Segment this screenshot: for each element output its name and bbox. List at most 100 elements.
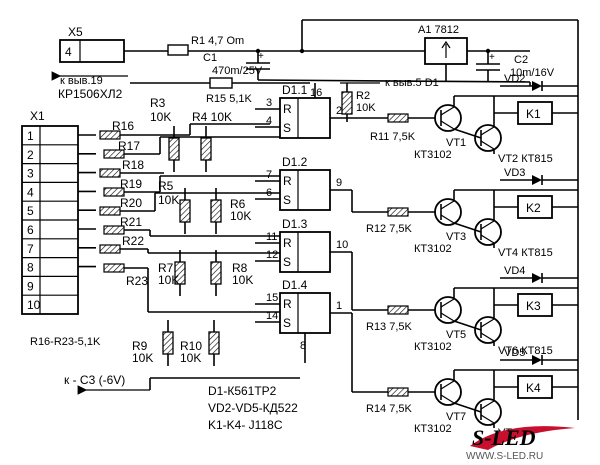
c1-label: C1 [203, 52, 217, 64]
r11-label: R11 7,5K [370, 131, 416, 143]
input-resistor-r18: R18 [99, 158, 164, 178]
r10-label: R10 [180, 339, 202, 353]
gate-pin-r: 11 [266, 231, 277, 243]
relay-label: K2 [526, 201, 541, 215]
watermark-logo-text: S-LED [472, 425, 536, 450]
base-resistor [387, 113, 409, 123]
input-resistor-label: R19 [120, 177, 142, 191]
c2-label: C2 [514, 54, 528, 66]
input-resistor-label: R21 [120, 215, 142, 229]
r14-label: R14 7,5K [366, 403, 413, 415]
gate-s: S [283, 121, 291, 135]
gate-r: R [283, 174, 292, 188]
gate-pin-vcc: 16 [310, 87, 322, 99]
gate-r: R [283, 102, 292, 116]
regulator-label: A1 7812 [418, 24, 459, 36]
transistor-small [434, 198, 462, 226]
relay-label: K3 [526, 299, 541, 313]
diode-symbol [532, 273, 542, 283]
x5-label: X5 [68, 25, 83, 39]
x1-pin-7: 7 [27, 242, 34, 256]
r2-resistor [341, 91, 353, 115]
transistor-small [434, 378, 462, 406]
transistor-small-type: КТ3102 [414, 341, 452, 353]
input-resistor-r20: R20 [99, 192, 280, 216]
x1-pin-6: 6 [27, 223, 34, 237]
gate-pin-s: 12 [266, 249, 278, 261]
legend-line-2: VD2-VD5-КД522 [208, 401, 298, 415]
r6-value: 10K [230, 209, 251, 223]
input-resistor-r19: R19 [103, 175, 280, 197]
r1-resistor [167, 44, 189, 56]
r2-label: R2 [356, 90, 370, 102]
x1-pin-3: 3 [27, 167, 34, 181]
input-resistor-r23: R23 [103, 263, 280, 313]
input-resistor-r17: R17 [103, 136, 280, 159]
gate-pin-r: 15 [266, 292, 278, 304]
r10-value: 10K [180, 351, 201, 365]
input-resistor-label: R17 [118, 139, 140, 153]
base-resistor [387, 305, 409, 315]
transistor-small [434, 104, 462, 132]
r9-value: 10K [132, 351, 153, 365]
x1-pin-4: 4 [27, 185, 34, 199]
note-pin5: к выв.5 D1 [385, 77, 439, 89]
diode-label: VD2 [504, 73, 525, 85]
gate-s: S [283, 316, 291, 330]
r2-value: 10K [356, 102, 376, 114]
input-note: R16-R23-5,1K [30, 336, 101, 348]
gate-pin-gnd: 8 [300, 340, 306, 352]
r9-label: R9 [132, 339, 148, 353]
gate-name: D1.1 [282, 83, 308, 97]
r3-value: 10K [150, 110, 171, 124]
input-resistor-r22: R22 [99, 234, 280, 254]
r12-label: R12 7,5K [366, 223, 413, 235]
r7-value: 10K [158, 273, 179, 287]
watermark-url: WWW.S-LED.RU [466, 451, 543, 462]
x1-pin-9: 9 [27, 279, 34, 293]
gate-pin-out: 9 [336, 177, 342, 189]
r1-label: R1 4,7 Om [191, 35, 244, 47]
x5-pin: 4 [65, 45, 72, 59]
r8-value: 10K [232, 273, 253, 287]
watermark-logo: S-LED [470, 425, 575, 450]
transistor-small-type: КТ3102 [414, 423, 452, 435]
gate-s: S [283, 255, 291, 269]
r4-resistor: R4 10K [192, 110, 232, 172]
svg-text:+: + [489, 52, 495, 63]
base-resistor [387, 387, 409, 397]
gate-pin-out: 10 [336, 239, 348, 251]
gate-pin-out: 1 [336, 300, 342, 312]
r15-resistor [209, 77, 233, 89]
gate-name: D1.4 [282, 278, 308, 292]
r6-label: R6 [230, 197, 246, 211]
r13-label: R13 7,5K [366, 321, 413, 333]
input-resistor-label: R16 [112, 119, 134, 133]
input-resistor-label: R22 [122, 234, 144, 248]
transistor-small-label: VT5 [446, 329, 466, 341]
transistor-power-label: VT2 КТ815 [498, 153, 553, 165]
x1-pin-10: 10 [27, 298, 41, 312]
input-resistor-r21: R21 [103, 215, 280, 237]
c2-value: 10m/16V [510, 67, 555, 79]
transistor-small-type: КТ3102 [414, 243, 452, 255]
transistor-small [434, 296, 462, 324]
r4-label: R4 10K [192, 110, 232, 124]
gate-name: D1.2 [282, 155, 308, 169]
relay-label: K1 [526, 107, 541, 121]
x1-pin-2: 2 [27, 148, 34, 162]
x1-label: X1 [30, 109, 45, 123]
r15-label: R15 5,1K [206, 93, 253, 105]
gate-name: D1.3 [282, 217, 308, 231]
svg-text:+: + [258, 51, 264, 62]
x1-pin-5: 5 [27, 204, 34, 218]
